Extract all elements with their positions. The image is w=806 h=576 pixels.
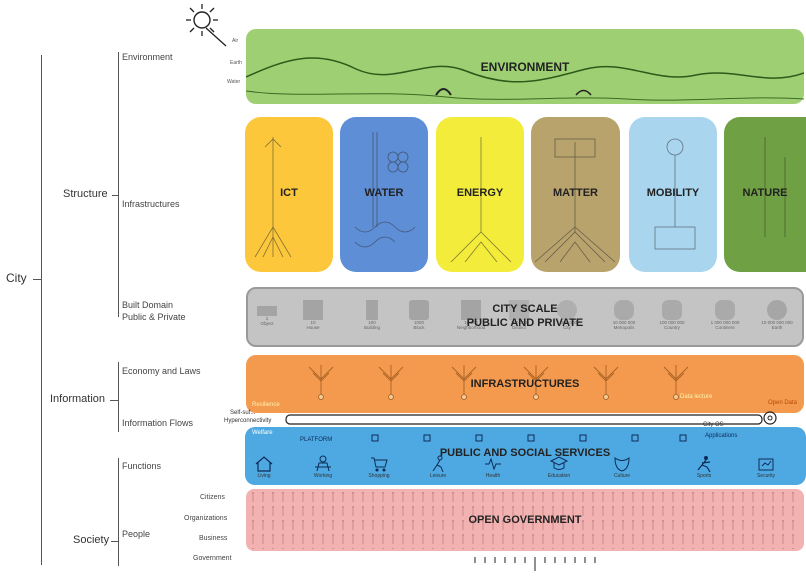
information-bracket (118, 362, 119, 432)
environment-label: Environment (122, 52, 173, 62)
information-flows-label: Information Flows (122, 418, 194, 428)
business-label: Business (199, 535, 228, 542)
pillar-ict (245, 117, 333, 272)
resilience-label: Resilience (252, 402, 280, 408)
working-icon: Working (309, 455, 337, 485)
self-sufficiency-label: Self-suf... (230, 410, 256, 416)
city-bracket (41, 55, 42, 565)
water-label: Water (227, 79, 241, 85)
structure-bracket (118, 52, 119, 317)
city-scale-title-line1: CITY SCALE (492, 303, 558, 315)
government-label: Government (193, 555, 232, 562)
pillar-matter (531, 117, 620, 272)
citizens-label: Citizens (200, 494, 225, 501)
pillar-water-title: WATER (364, 187, 404, 199)
infrastructures-label: Infrastructures (122, 199, 180, 209)
health-icon: Health (479, 455, 507, 485)
upward-arrows (474, 557, 596, 571)
society-connector (111, 541, 118, 542)
pillar-mobility (629, 117, 717, 272)
shopping-icon: Shopping (365, 455, 393, 485)
infrastructures-title: INFRASTRUCTURES (470, 378, 580, 390)
open-data-icon (763, 411, 777, 425)
information-label: Information (50, 393, 106, 405)
city-label: City (6, 271, 27, 285)
education-icon: Education (545, 455, 573, 485)
pillars-sketch (254, 132, 786, 263)
pillar-matter-title: MATTER (552, 187, 598, 199)
city-scale-title-line2: PUBLIC AND PRIVATE (466, 317, 584, 329)
structure-label: Structure (63, 188, 108, 200)
society-bracket (118, 458, 119, 566)
information-connector (110, 400, 118, 401)
data-lecture-label: Data lecture (680, 394, 713, 400)
environment-title: ENVIRONMENT (480, 60, 570, 74)
open-government-title: OPEN GOVERNMENT (468, 514, 582, 526)
pillar-ict-title: ICT (280, 187, 298, 199)
pillar-energy (436, 117, 524, 272)
people-label: People (122, 529, 151, 539)
open-data-label: Open Data (768, 400, 798, 406)
city-connector (33, 279, 41, 280)
sports-icon: Sports (690, 455, 718, 485)
culture-icon: Culture (608, 455, 636, 485)
platform-nodes (371, 434, 687, 442)
air-label: Air (232, 38, 239, 44)
platform-label: PLATFORM (300, 437, 333, 443)
earth-label: Earth (230, 60, 242, 66)
built-domain-label: Built Domain Public & Private (122, 300, 186, 322)
organizations-label: Organizations (184, 515, 228, 522)
pillar-energy-title: ENERGY (456, 187, 504, 199)
environment-band (246, 29, 804, 104)
welfare-label: Welfare (252, 430, 273, 436)
security-icon: Security (752, 455, 780, 485)
structure-connector (112, 195, 118, 196)
information-flow-line (285, 414, 763, 425)
pillar-water (340, 117, 428, 272)
hyperconnectivity-label: Hyperconnectivity (224, 418, 272, 424)
leisure-icon: Leisure (424, 455, 452, 485)
pillar-nature-title: NATURE (742, 187, 788, 199)
environment-landscape (246, 57, 804, 101)
economy-laws-label: Economy and Laws (122, 366, 201, 376)
people-pattern (248, 491, 802, 549)
public-services-band (245, 427, 806, 485)
public-services-title: PUBLIC AND SOCIAL SERVICES (439, 447, 611, 459)
city-scale-title: CITY SCALE PUBLIC AND PRIVATE (246, 302, 804, 330)
infrastructures-trees (308, 365, 689, 400)
society-label: Society (73, 534, 110, 546)
living-icon: Living (250, 455, 278, 485)
pillar-mobility-title: MOBILITY (646, 187, 700, 199)
applications-label: Applications (705, 433, 738, 439)
city-os-label: City OS (703, 422, 724, 428)
functions-label: Functions (122, 461, 162, 471)
infrastructures-band (246, 355, 804, 413)
sun-icon (186, 4, 227, 47)
